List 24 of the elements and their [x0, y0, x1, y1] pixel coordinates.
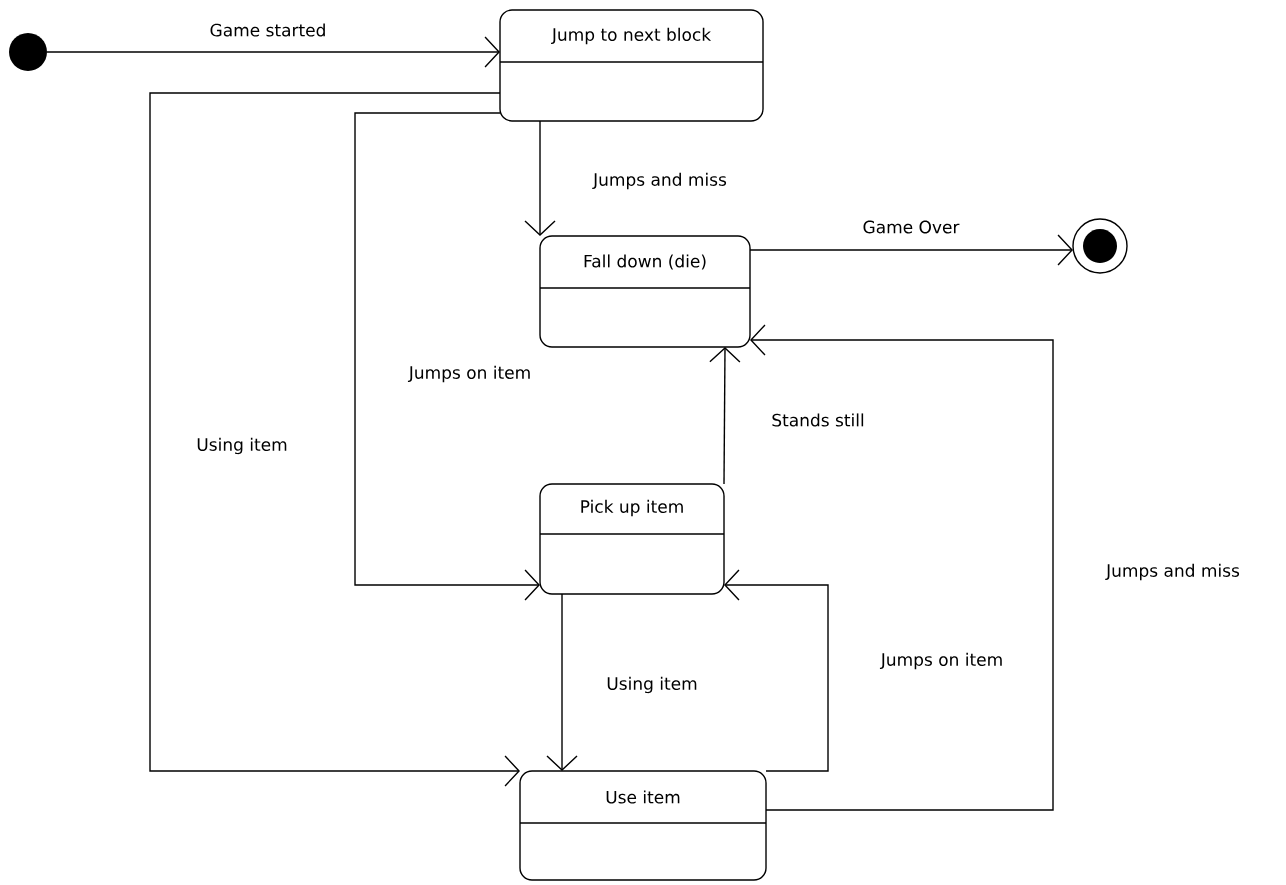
edge-label: Using item	[604, 674, 700, 696]
edge-label: Jumps and miss	[591, 170, 729, 192]
state-box: Jump to next block	[499, 9, 764, 122]
edge-label: Jumps on item	[406, 363, 534, 385]
edge-label: Game Over	[860, 218, 962, 236]
arrow	[750, 324, 1054, 811]
arrow	[749, 234, 1073, 266]
edge-label: Using item	[194, 435, 290, 457]
arrow	[524, 120, 556, 236]
arrow	[354, 112, 540, 601]
arrow	[724, 569, 829, 772]
state-box: Use item	[519, 770, 767, 881]
initial-state	[9, 33, 47, 71]
arrow	[46, 36, 500, 68]
edge-label: Stands still	[769, 411, 867, 429]
state-box: Fall down (die)	[539, 235, 751, 348]
edge-label: Jumps and miss	[1104, 561, 1242, 583]
arrow	[149, 92, 520, 787]
state-box: Pick up item	[539, 483, 725, 595]
arrow	[546, 593, 578, 771]
arrow	[709, 347, 741, 485]
edge-label: Jumps on item	[878, 650, 1006, 672]
edge-label: Game started	[207, 21, 329, 39]
final-state	[1072, 218, 1128, 274]
